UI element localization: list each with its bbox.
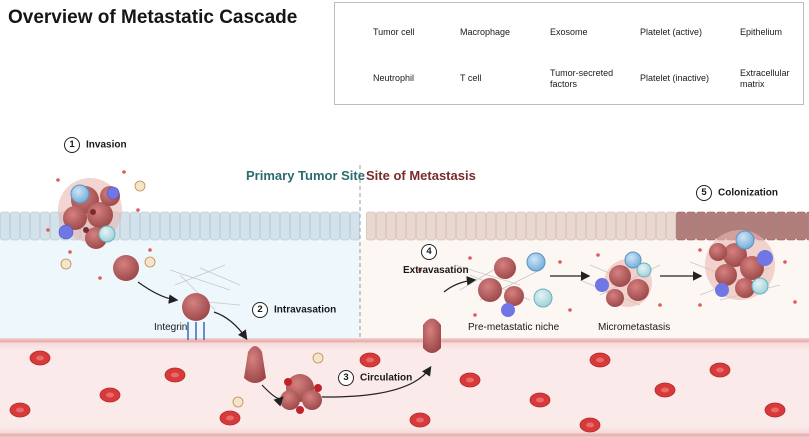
tumor-secreted-factor xyxy=(793,300,797,304)
tumor-secreted-factor xyxy=(136,208,140,212)
integrin-arrows xyxy=(187,322,205,340)
tumor-secreted-factor xyxy=(698,248,702,252)
exosome xyxy=(312,352,324,364)
primary-tumor xyxy=(58,178,122,249)
red-blood-cells xyxy=(9,350,786,433)
invading-tumor-cell xyxy=(182,293,210,321)
legend-platelet-inactive-label: Platelet (inactive) xyxy=(640,73,710,83)
extravasating-tumor-cell xyxy=(423,318,441,353)
tumor-secreted-factor xyxy=(98,276,102,280)
colonized-tumor xyxy=(705,230,775,300)
primary-tissue-area xyxy=(0,240,360,340)
legend-tumor-cell-label: Tumor cell xyxy=(373,27,415,37)
tumor-secreted-factor xyxy=(468,256,472,260)
exosome xyxy=(144,256,156,268)
micrometastasis xyxy=(595,251,652,307)
step-extravasation-number: 4 xyxy=(421,244,443,260)
tumor-secreted-factor xyxy=(56,178,60,182)
circulating-tumor-cluster xyxy=(280,374,322,414)
tumor-secreted-factor xyxy=(658,303,662,307)
legend xyxy=(334,2,804,105)
exosome xyxy=(134,180,146,192)
tumor-secreted-factor xyxy=(473,313,477,317)
tumor-secreted-factor xyxy=(568,308,572,312)
intravasating-tumor-cell xyxy=(244,346,266,383)
micrometastasis-label: Micrometastasis xyxy=(598,322,671,333)
tumor-secreted-factor xyxy=(418,268,422,272)
tumor-secreted-factor xyxy=(698,303,702,307)
integrin-label: Integrin xyxy=(154,322,188,333)
pre-metastatic-niche xyxy=(478,252,553,317)
legend-macrophage-label: Macrophage xyxy=(460,27,511,37)
legend-epithelium-label: Epithelium xyxy=(740,27,783,37)
tumor-secreted-factor xyxy=(122,170,126,174)
step-extravasation-label: Extravasation xyxy=(403,265,469,276)
tumor-secreted-factor xyxy=(46,228,50,232)
tumor-secreted-factor xyxy=(558,260,562,264)
tumor-secreted-factor xyxy=(148,248,152,252)
primary-site-label: Primary Tumor Site xyxy=(246,168,365,183)
tumor-secreted-factor xyxy=(783,260,787,264)
epithelium-metastasis xyxy=(366,211,809,241)
epithelium-primary xyxy=(0,211,360,241)
legend-exosome-label: Exosome xyxy=(550,27,588,37)
diagram-title: Overview of Metastatic Cascade xyxy=(8,7,298,28)
metastasis-site-label: Site of Metastasis xyxy=(366,168,476,183)
blood-vessel xyxy=(0,338,809,439)
legend-neutrophil-label: Neutrophil xyxy=(373,73,415,83)
migrating-tumor-cell xyxy=(113,255,139,281)
legend-t-cell-label: T cell xyxy=(460,73,482,83)
exosome xyxy=(232,396,244,408)
pre-metastatic-niche-label: Pre-metastatic niche xyxy=(468,322,560,333)
legend-platelet-active-label: Platelet (active) xyxy=(640,27,703,37)
tumor-secreted-factor xyxy=(68,250,72,254)
tumor-secreted-factor xyxy=(596,253,600,257)
exosome xyxy=(60,258,72,270)
tumor-secreted-factors-dots xyxy=(46,170,797,317)
flow-arrows xyxy=(137,271,703,407)
